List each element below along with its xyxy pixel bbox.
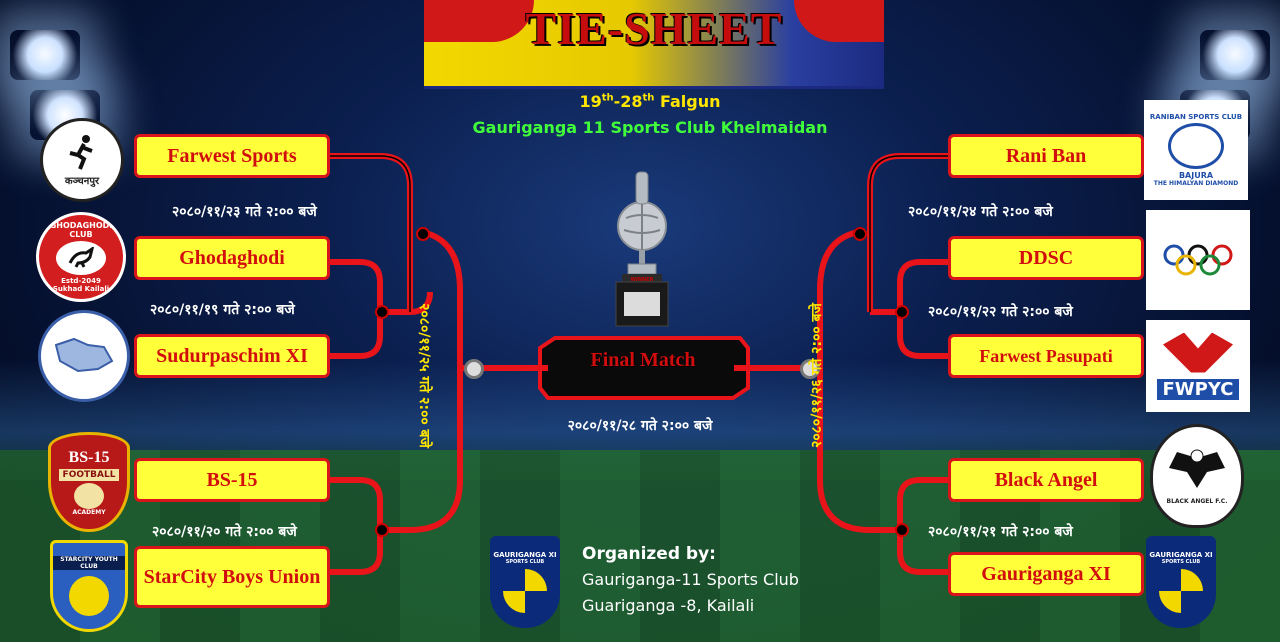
logo-text: कञ्चनपुर — [64, 176, 100, 187]
start-suffix: th — [601, 92, 614, 104]
logo-text: GAURIGANGA XI — [493, 551, 557, 559]
farwest-sports-logo: कञ्चनपुर — [40, 118, 124, 202]
black-angel-logo: BLACK ANGEL F.C. — [1150, 424, 1244, 528]
final-match-date: २०८०/११/२८ गते २:०० बजे — [567, 418, 713, 434]
ball-icon — [1159, 569, 1203, 613]
match-date: २०८०/११/२४ गते २:०० बजे — [908, 204, 1053, 220]
logo-text: Sukhad Kailali — [52, 285, 110, 293]
floodlight-left-top — [10, 30, 80, 80]
match-date: २०८०/११/२१ गते २:०० बजे — [928, 524, 1073, 540]
organizer-heading: Organized by: — [582, 544, 716, 564]
ddsc-logo — [1146, 210, 1250, 310]
team-farwest-pasupati: Farwest Pasupati — [948, 334, 1144, 378]
olympic-rings-icon — [1163, 244, 1233, 276]
organizer-address: Guariganga -8, Kailali — [582, 596, 755, 615]
team-ddsc: DDSC — [948, 236, 1144, 280]
junction-node — [375, 523, 389, 537]
team-bs-15: BS-15 — [134, 458, 330, 502]
match-date: २०८०/११/२३ गते २:०० बजे — [172, 204, 317, 220]
nepal-map-icon — [54, 337, 114, 373]
junction-node — [375, 305, 389, 319]
junction-node — [853, 227, 867, 241]
junction-node — [895, 523, 909, 537]
team-sudurpaschim-xi: Sudurpaschim XI — [134, 334, 330, 378]
semi-date-left: २०८०/११/२५ गते २:०० बजे — [415, 303, 432, 448]
match-date: २०८०/११/२० गते २:०० बजे — [152, 524, 297, 540]
logo-text: BAJURA — [1178, 171, 1214, 180]
runner-icon — [69, 135, 93, 170]
venue: Gauriganga 11 Sports Club Khelmaidan — [472, 118, 828, 137]
logo-text: RANIBAN SPORTS CLUB — [1149, 113, 1243, 121]
team-ghodaghodi: Ghodaghodi — [134, 236, 330, 280]
start-day: 19 — [579, 92, 602, 111]
final-match-label: Final Match — [590, 349, 696, 371]
gauriganga-logo-center: GAURIGANGA XI SPORTS CLUB — [490, 536, 560, 628]
wing-icon — [1163, 332, 1233, 373]
raniban-logo: RANIBAN SPORTS CLUB BAJURA THE HIMALYAN … — [1144, 100, 1248, 200]
logo-text: SPORTS CLUB — [505, 559, 545, 565]
logo-text: ACADEMY — [72, 508, 106, 516]
floodlight-right-top — [1200, 30, 1270, 80]
team-gauriganga-xi: Gauriganga XI — [948, 552, 1144, 596]
logo-text: THE HIMALYAN DIAMOND — [1153, 180, 1239, 187]
team-rani-ban: Rani Ban — [948, 134, 1144, 178]
end-suffix: th — [642, 92, 655, 104]
match-date: २०८०/११/१९ गते २:०० बजे — [150, 302, 295, 318]
tournament-dates: 19th-28th Falgun — [579, 92, 721, 111]
team-black-angel: Black Angel — [948, 458, 1144, 502]
title-banner — [424, 0, 884, 89]
gauriganga-logo-right: GAURIGANGA XI SPORTS CLUB — [1146, 536, 1216, 628]
ball-icon — [503, 569, 547, 613]
page-title: TIE-SHEET — [525, 3, 783, 54]
semi-date-right: २०८०/११/२६ गते २:०० बजे — [808, 303, 825, 448]
logo-text: SPORTS CLUB — [1161, 559, 1201, 565]
logo-text: FWPYC — [1156, 378, 1240, 400]
team-starcity-boys-union: StarCity Boys Union — [134, 546, 330, 608]
organizer-name: Gauriganga-11 Sports Club — [582, 570, 799, 589]
horse-icon — [56, 241, 106, 275]
trophy-plate: WINNER — [630, 277, 654, 283]
junction-node — [416, 227, 430, 241]
logo-text: GAURIGANGA XI — [1149, 551, 1213, 559]
logo-text: BLACK ANGEL F.C. — [1166, 497, 1228, 505]
sudurpaschim-logo — [38, 310, 130, 402]
ghodaghodi-logo: GHODAGHODI CLUB Estd-2049 Sukhad Kailali — [36, 212, 126, 302]
team-farwest-sports: Farwest Sports — [134, 134, 330, 178]
junction-node — [895, 305, 909, 319]
fwpyc-logo: FWPYC — [1146, 320, 1250, 412]
emblem-icon — [1168, 123, 1224, 169]
star-icon — [69, 576, 109, 616]
logo-text: STARCITY YOUTH CLUB — [53, 556, 125, 570]
logo-text: GHODAGHODI CLUB — [49, 221, 113, 239]
logo-text: BS-15 — [68, 448, 110, 466]
match-date: २०८०/११/२२ गते २:०० बजे — [928, 304, 1073, 320]
month: Falgun — [660, 92, 721, 111]
semi-node-right — [800, 359, 820, 379]
emblem-icon — [74, 482, 104, 509]
logo-text: FOOTBALL — [58, 468, 120, 481]
angel-wings-icon — [1169, 449, 1225, 488]
trophy-icon — [615, 171, 669, 327]
semi-node-left — [464, 359, 484, 379]
end-day: 28 — [620, 92, 643, 111]
bs-15-logo: BS-15 FOOTBALL ACADEMY — [48, 432, 130, 532]
logo-text: Estd-2049 — [61, 277, 101, 285]
starcity-logo: STARCITY YOUTH CLUB — [50, 540, 128, 632]
